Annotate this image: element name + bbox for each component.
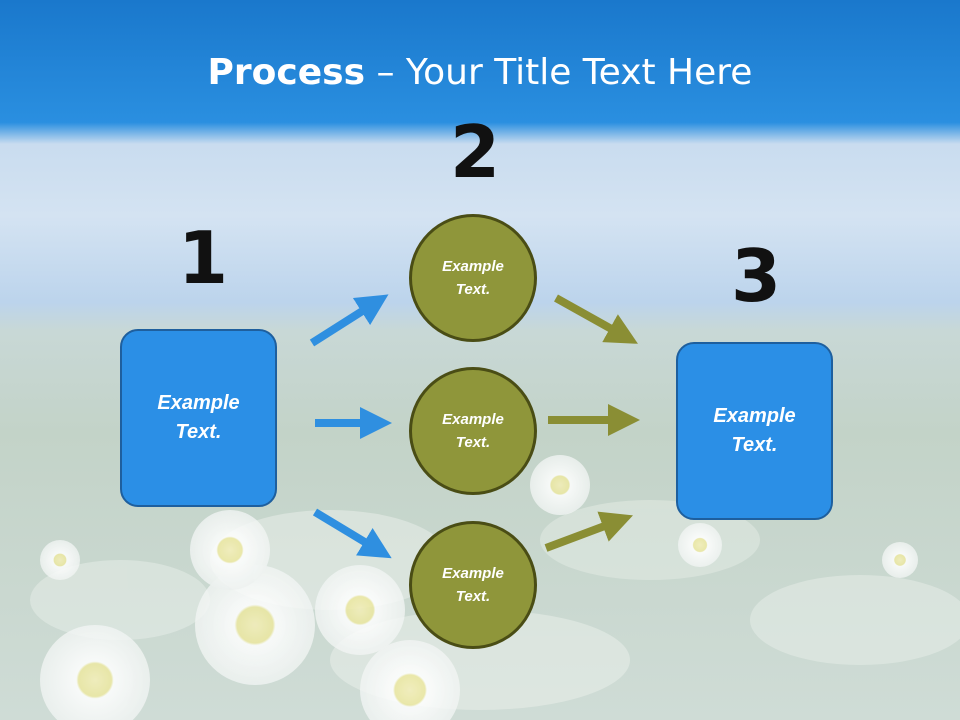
bottom-circle: Example Text. (409, 521, 537, 649)
step-number-1: 1 (178, 216, 229, 300)
bottom-circle-text: Example Text. (442, 565, 504, 605)
step-number-2: 2 (450, 110, 501, 194)
slide-title: Process – Your Title Text Here (208, 52, 753, 150)
title-bar: Process – Your Title Text Here (0, 0, 960, 150)
top-circle: Example Text. (409, 214, 537, 342)
step-number-3: 3 (731, 234, 782, 318)
title-bold: Process (207, 52, 366, 93)
title-rest: – Your Title Text Here (365, 52, 753, 93)
right-process-box: Example Text. (676, 342, 833, 520)
top-circle-text: Example Text. (442, 258, 504, 298)
left-box-text: Example Text. (157, 392, 240, 443)
left-process-box: Example Text. (120, 329, 277, 507)
middle-circle-text: Example Text. (442, 411, 504, 451)
middle-circle: Example Text. (409, 367, 537, 495)
right-box-text: Example Text. (713, 405, 796, 456)
